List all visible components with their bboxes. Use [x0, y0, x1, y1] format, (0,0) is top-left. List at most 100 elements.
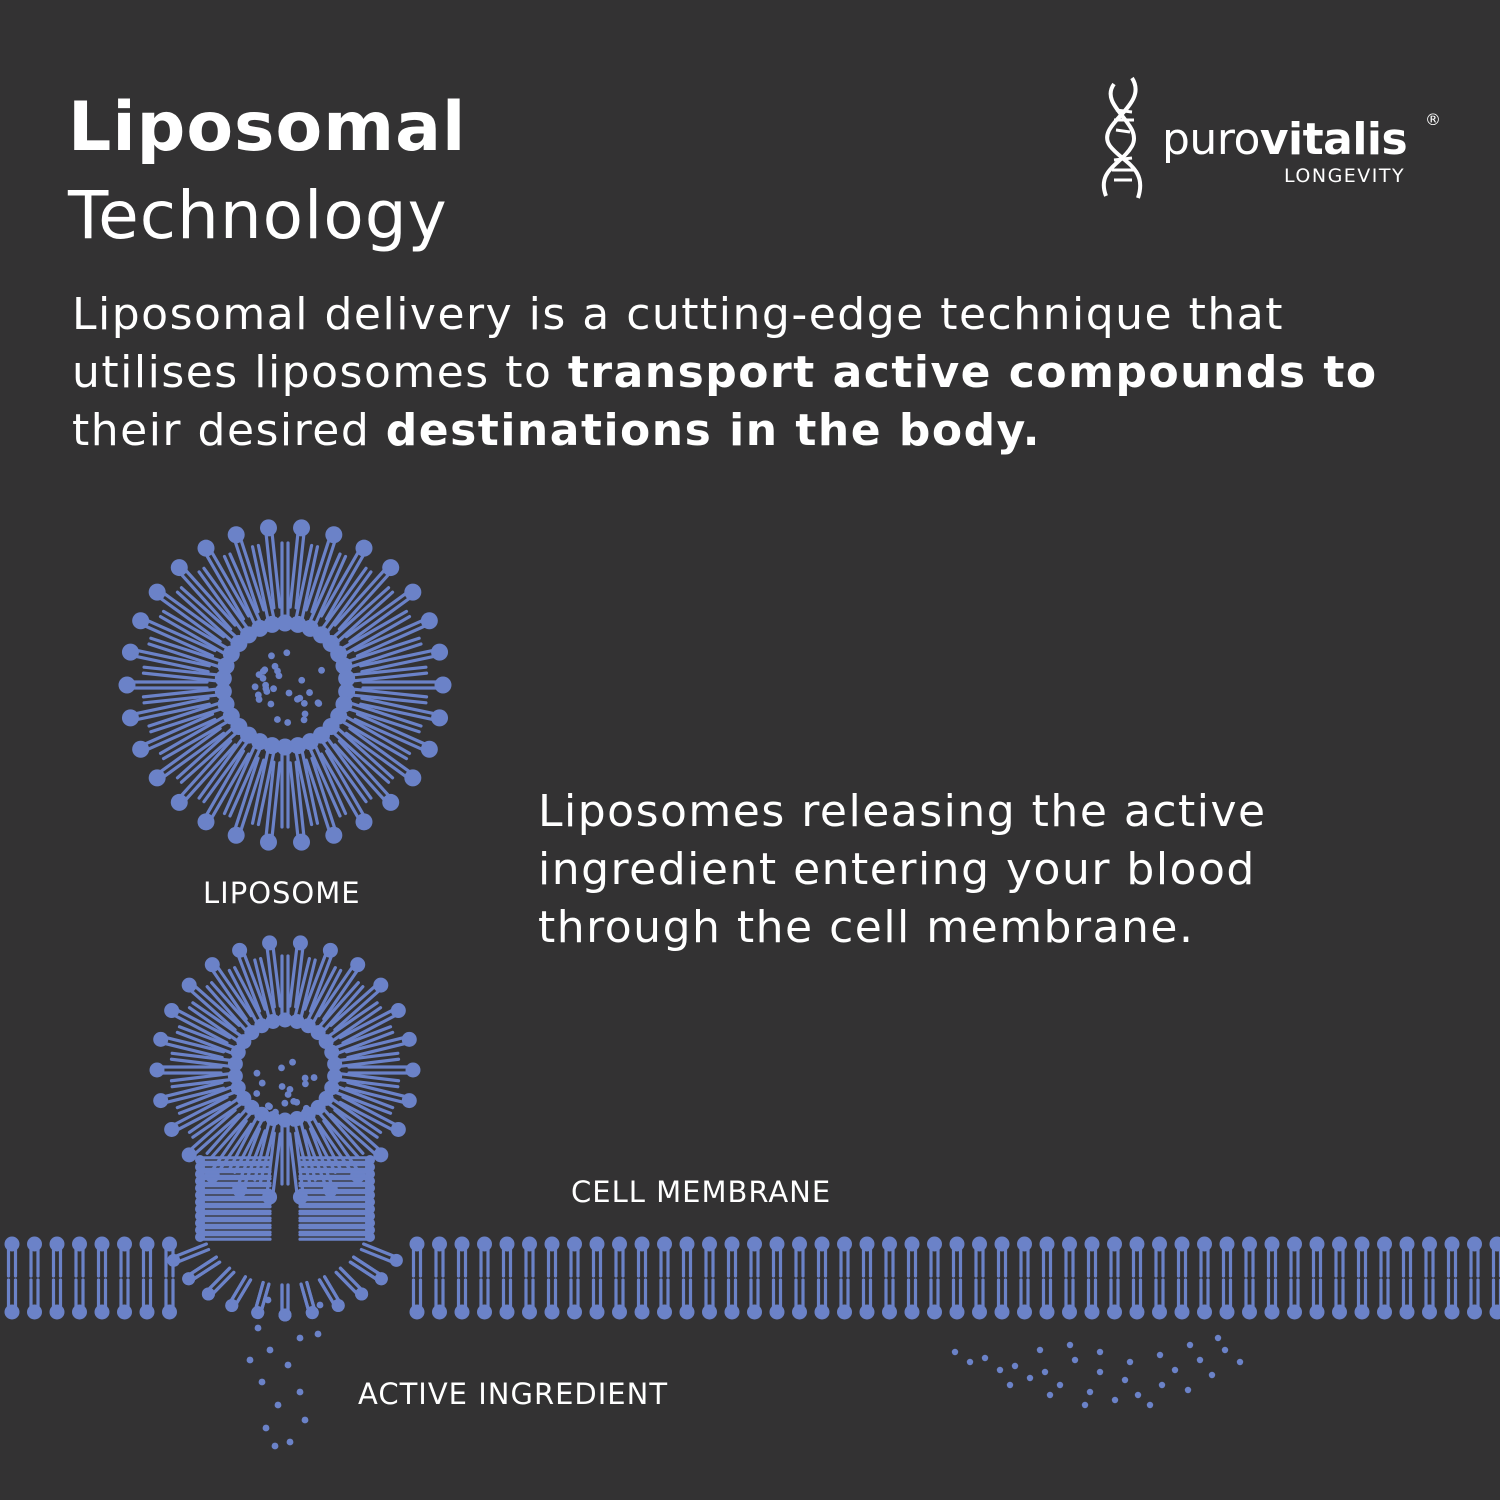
lipid-molecule — [1489, 1278, 1500, 1320]
lipid-head — [181, 1147, 197, 1163]
lipid-molecule — [94, 1236, 110, 1278]
lipid-head — [355, 1287, 369, 1301]
lipid-molecule — [304, 526, 343, 614]
lipid-molecule — [477, 1236, 492, 1278]
intro-text-1: Liposomal delivery is a cutting-edge tec… — [72, 289, 1284, 398]
lipid-tail — [212, 1270, 236, 1295]
lipid-molecule — [1039, 1278, 1055, 1320]
ingredient-particle — [315, 700, 323, 707]
lipid-tail — [351, 671, 429, 683]
lipid-molecule — [175, 1080, 246, 1115]
lipid-tail — [143, 624, 215, 658]
lipid-head — [117, 1236, 132, 1252]
lipid-head — [1174, 1236, 1190, 1252]
lipid-molecule — [454, 1278, 470, 1320]
lipid-molecule — [1084, 1278, 1100, 1320]
lipid-head — [1017, 1236, 1032, 1252]
ingredient-particle — [301, 1074, 309, 1082]
lipid-tail — [204, 749, 246, 817]
lipid-molecule — [319, 749, 373, 831]
lipid-tail — [355, 712, 427, 746]
lipid-head — [49, 1304, 65, 1320]
lipid-tail — [323, 1275, 341, 1302]
fusing-liposome-diagram — [149, 935, 421, 1242]
lipid-tail — [355, 624, 427, 658]
lipid-head — [365, 1232, 375, 1242]
lipid-head — [401, 1031, 417, 1047]
lipid-tail — [337, 739, 391, 798]
lipid-molecule — [1444, 1236, 1460, 1278]
lipid-molecule — [814, 1236, 830, 1278]
lipid-head — [1354, 1304, 1370, 1320]
lipid-molecule — [227, 526, 266, 614]
lipid-head — [769, 1236, 785, 1252]
lipid-molecule — [147, 695, 235, 734]
lipid-tail — [264, 760, 276, 838]
lipid-molecule — [837, 1236, 852, 1278]
lipid-molecule — [859, 1278, 875, 1320]
ingredient-particle — [258, 1378, 266, 1386]
lipid-tail — [348, 1260, 378, 1281]
lipid-head — [277, 1012, 293, 1028]
ingredient-particle — [1056, 1381, 1064, 1389]
lipid-molecule — [317, 957, 366, 1021]
lipid-tail — [210, 1111, 253, 1159]
lipid-tail — [189, 989, 237, 1032]
lipid-molecule — [197, 726, 258, 804]
lipid-tail — [341, 1014, 397, 1045]
ingredient-particle — [306, 689, 313, 696]
lipid-head — [214, 670, 232, 688]
lipid-head — [927, 1304, 942, 1320]
lipid-head — [195, 1218, 205, 1228]
lipid-tail — [347, 636, 421, 663]
ingredient-particle — [278, 1064, 285, 1072]
lipid-molecule — [318, 1001, 383, 1050]
lipid-molecule — [499, 1236, 515, 1278]
lipid-tail — [202, 566, 250, 630]
lipid-head — [4, 1304, 20, 1320]
lipid-head — [404, 769, 422, 787]
lipid-molecule — [72, 1278, 87, 1320]
lipid-tail — [333, 1090, 393, 1115]
lipid-head — [1444, 1304, 1460, 1320]
lipid-molecule — [859, 1236, 875, 1278]
lipid-tail — [229, 1275, 247, 1302]
lipid-tail — [222, 554, 257, 626]
ingredient-particle — [300, 699, 308, 707]
lipid-head — [589, 1236, 605, 1252]
ingredient-particle — [1134, 1391, 1142, 1399]
lipid-molecule — [1107, 1278, 1122, 1320]
ingredient-particle — [266, 1103, 273, 1111]
lipid-tail — [362, 1242, 395, 1258]
lipid-head — [949, 1236, 965, 1252]
lipid-tail — [197, 570, 245, 634]
ingredient-particle — [289, 1058, 296, 1066]
lipid-molecule — [327, 1051, 401, 1072]
lipid-molecule — [1017, 1278, 1032, 1320]
lipid-head — [1017, 1304, 1032, 1320]
lipid-tail — [169, 1072, 232, 1083]
lipid-tail — [177, 1025, 237, 1050]
lipid-molecule — [1287, 1278, 1302, 1320]
lipid-molecule — [175, 717, 248, 784]
lipid-tail — [235, 1278, 253, 1305]
lipid-head — [117, 1304, 132, 1320]
lipid-tail — [288, 761, 300, 839]
lipid-molecule — [702, 1278, 717, 1320]
lipid-head — [927, 1236, 942, 1252]
lipid-head — [262, 935, 278, 951]
lipid-head — [195, 1204, 205, 1214]
lipid-molecule — [333, 739, 400, 811]
lipid-tail — [353, 717, 425, 752]
lipid-head — [195, 1225, 205, 1235]
ingredient-particle — [1146, 1401, 1154, 1409]
lipid-head — [132, 740, 150, 758]
ingredient-particle — [996, 1366, 1004, 1374]
lipid-head — [338, 670, 356, 688]
lipid-head — [499, 1304, 515, 1320]
lipid-molecule — [121, 696, 211, 727]
lipid-tail — [324, 749, 366, 817]
liposome-label: LIPOSOME — [203, 876, 361, 910]
lipid-head — [859, 1304, 875, 1320]
lipid-head — [27, 1236, 42, 1252]
